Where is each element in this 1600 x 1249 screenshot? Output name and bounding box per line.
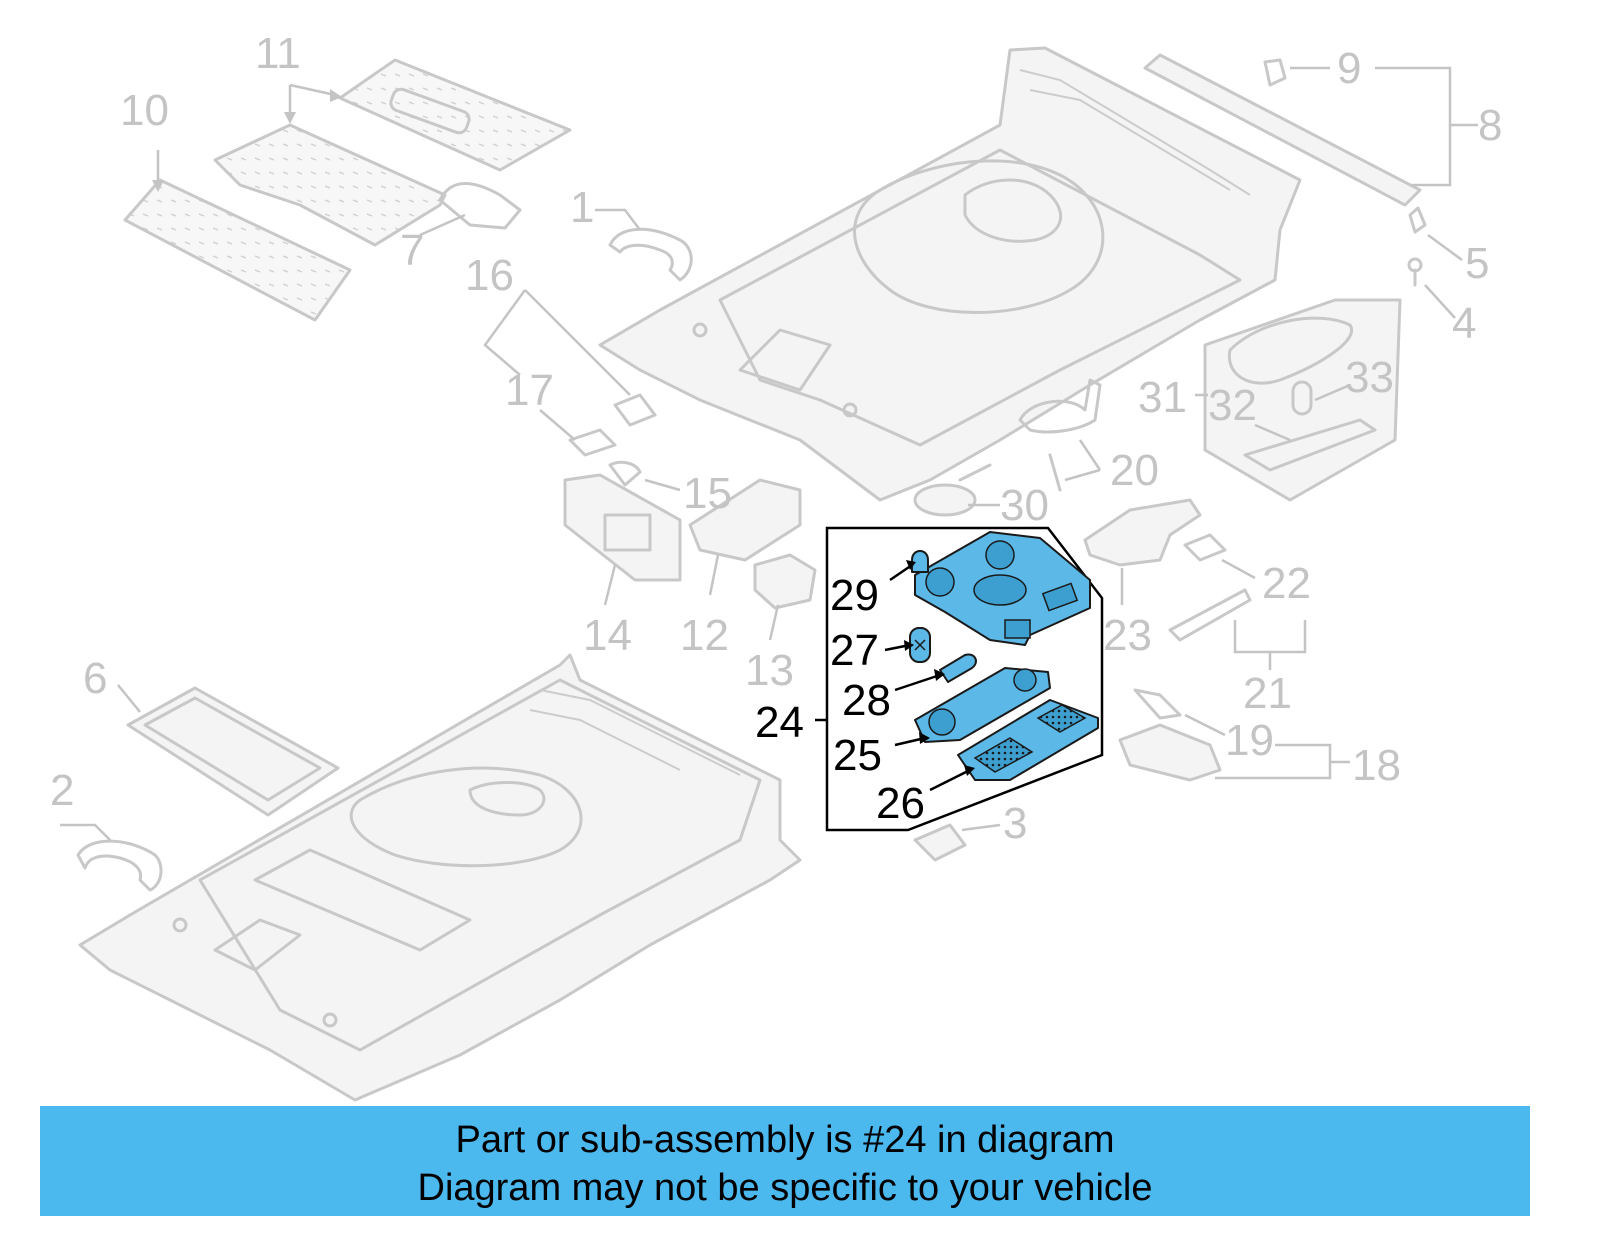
callout-9: 9 [1337, 44, 1361, 93]
callout-18: 18 [1352, 741, 1401, 790]
callout-22: 22 [1262, 559, 1311, 608]
callout-14: 14 [583, 611, 632, 660]
callout-12: 12 [680, 611, 729, 660]
banner-part-note: Part or sub-assembly is #24 in diagram [455, 1119, 1115, 1161]
callout-25: 25 [833, 731, 882, 780]
callout-8: 8 [1478, 101, 1502, 150]
callout-15: 15 [683, 469, 732, 518]
small-clip-29 [911, 550, 929, 573]
insulation-pads [123, 58, 572, 322]
callout-17: 17 [505, 366, 554, 415]
callout-27: 27 [830, 626, 879, 675]
assembly-leaders [815, 560, 975, 792]
callout-29: 29 [830, 571, 879, 620]
leader-lines [60, 66, 1478, 841]
callout-23: 23 [1103, 611, 1152, 660]
info-banner: Part or sub-assembly is #24 in diagram D… [40, 1106, 1530, 1216]
callout-labels: 10 11 7 1 16 17 15 14 12 13 30 20 9 8 5 … [50, 29, 1502, 848]
callout-13: 13 [745, 646, 794, 695]
callout-4: 4 [1452, 299, 1476, 348]
callout-1: 1 [570, 183, 594, 232]
callout-7: 7 [400, 226, 424, 275]
callout-31: 31 [1138, 373, 1187, 422]
callout-24: 24 [755, 698, 804, 747]
callout-16: 16 [465, 251, 514, 300]
callout-33: 33 [1345, 353, 1394, 402]
callout-11: 11 [255, 29, 301, 78]
callout-20: 20 [1110, 446, 1159, 495]
callout-6: 6 [83, 654, 107, 703]
callout-19: 19 [1225, 716, 1274, 765]
callout-21: 21 [1243, 669, 1292, 718]
callout-5: 5 [1465, 239, 1489, 288]
banner-disclaimer: Diagram may not be specific to your vehi… [417, 1167, 1153, 1209]
upper-headliner [598, 46, 1302, 502]
callout-2: 2 [50, 766, 74, 815]
callout-3: 3 [1003, 799, 1027, 848]
assembly-24-parts [909, 531, 1099, 781]
lower-headliner [78, 653, 802, 1102]
callout-32: 32 [1208, 381, 1257, 430]
callout-30: 30 [1000, 481, 1049, 530]
callout-26: 26 [876, 779, 925, 828]
bulb-28 [939, 653, 977, 683]
callout-28: 28 [842, 676, 891, 725]
callout-10: 10 [120, 86, 169, 135]
